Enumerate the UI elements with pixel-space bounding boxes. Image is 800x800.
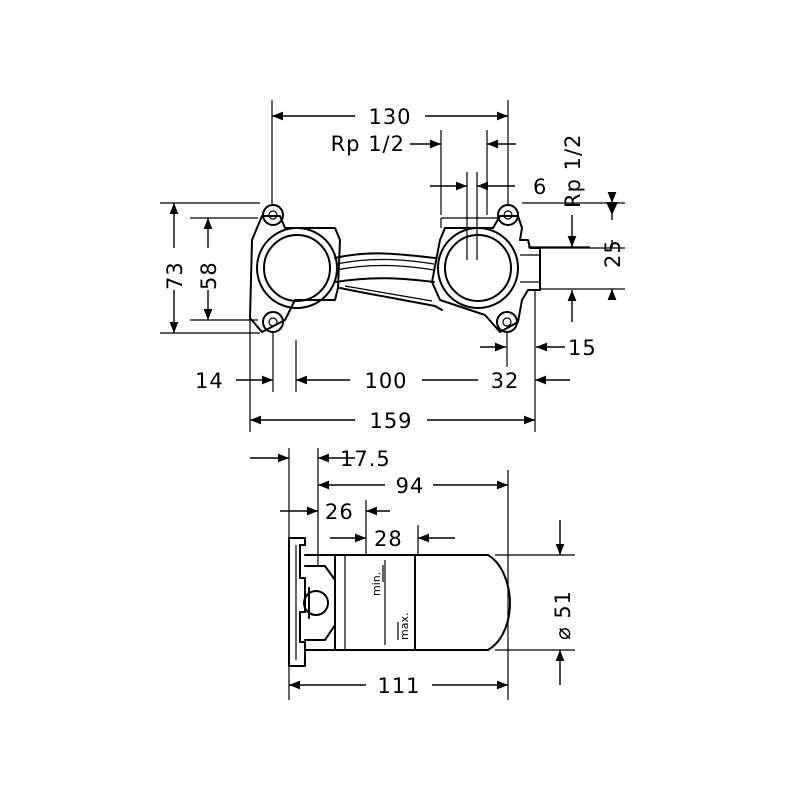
- left-port-outer: [256, 227, 338, 309]
- valve-body: [334, 554, 416, 651]
- right-top-screw-hole: [503, 210, 513, 220]
- label-min: min.: [370, 572, 383, 596]
- left-mount-body: [249, 215, 341, 333]
- right-port-outer: [437, 227, 519, 309]
- dim-17-5-label: 17.5: [340, 447, 391, 471]
- side-connector-circle: [303, 590, 329, 616]
- dim-14-label: 14: [195, 369, 224, 393]
- left-top-screw-hole: [268, 210, 278, 220]
- left-port-inner: [263, 234, 331, 302]
- dim-73-label: 73: [163, 261, 187, 290]
- dim-26-label: 26: [325, 500, 354, 524]
- right-bottom-screw-hole: [502, 317, 512, 327]
- label-max: max.: [398, 613, 411, 640]
- dim-51-label: ⌀ 51: [551, 590, 575, 640]
- left-top-screw-tab: [262, 204, 284, 226]
- dim-94-label: 94: [396, 474, 425, 498]
- dim-rp-left-label: Rp 1/2: [331, 132, 405, 156]
- dim-rp-right-label: Rp 1/2: [561, 134, 585, 208]
- dim-159-label: 159: [369, 409, 412, 433]
- dim-111-label: 111: [377, 674, 420, 698]
- right-mount-body: [431, 215, 541, 333]
- dim-25-label: 25: [601, 239, 625, 268]
- front-view: [249, 204, 541, 333]
- connecting-bridge: [334, 252, 443, 311]
- dim-28-label: 28: [374, 527, 403, 551]
- dim-6-label: 6: [533, 175, 547, 199]
- mounting-plate: [288, 537, 306, 667]
- dim-100-label: 100: [364, 369, 407, 393]
- right-port-inner: [444, 234, 512, 302]
- dim-32-label: 32: [491, 369, 520, 393]
- dim-130-label: 130: [368, 105, 411, 129]
- side-view: min. max.: [288, 537, 511, 667]
- left-bottom-screw-hole: [268, 317, 278, 327]
- valve-cap: [414, 554, 511, 651]
- dim-15-label: 15: [568, 336, 597, 360]
- dim-58-label: 58: [197, 261, 221, 290]
